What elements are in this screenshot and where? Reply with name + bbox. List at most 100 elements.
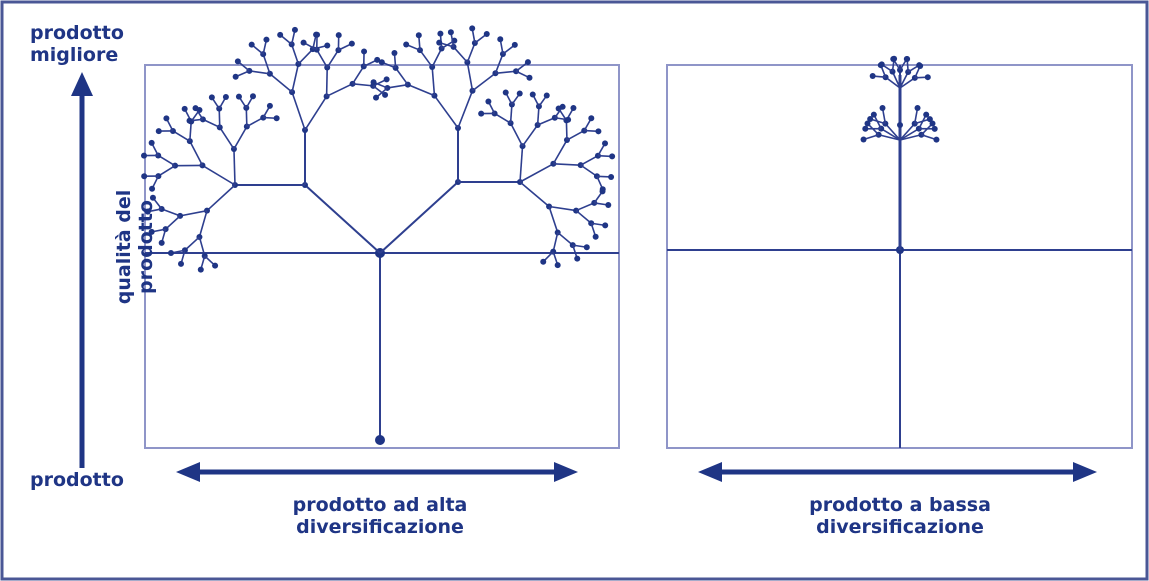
tree-node (574, 255, 581, 262)
tree-branch (379, 181, 459, 254)
tree-node (197, 266, 204, 273)
tree-node (155, 128, 162, 135)
tree-branch (262, 53, 271, 75)
tree-branch (557, 231, 574, 246)
tree-branch (165, 215, 181, 230)
tree-branch (452, 46, 468, 63)
right-panel (666, 55, 1133, 449)
tree-node (565, 116, 572, 123)
tree-branch (206, 184, 236, 212)
tree-node (931, 125, 938, 132)
tree-node (178, 260, 185, 267)
tree-branch (202, 118, 221, 129)
tree-branch (326, 49, 340, 68)
tree-branch (198, 210, 208, 238)
tree-node (904, 56, 911, 63)
tree-branch (552, 232, 559, 252)
tree-branch (466, 62, 474, 91)
tree-node (867, 116, 874, 123)
tree-node (599, 188, 606, 195)
tree-node (148, 228, 155, 235)
quality-arrow (71, 72, 93, 468)
tree-branch (233, 126, 248, 150)
tree-node (890, 55, 897, 62)
tree-branch (457, 90, 474, 129)
left-caption-line2: diversificazione (296, 516, 464, 538)
tree-node (595, 128, 602, 135)
tree-node (208, 94, 215, 101)
tree-branch (179, 209, 208, 217)
tree-branch (218, 108, 221, 128)
tree-node (335, 32, 342, 39)
tree-node (559, 103, 566, 110)
tree-node (436, 39, 443, 46)
tree-branch (291, 91, 306, 131)
low-diversification-tree (860, 55, 940, 250)
tree-branch (472, 72, 496, 92)
tree-node (862, 125, 869, 132)
tree-node (483, 31, 490, 38)
tree-node (554, 262, 561, 269)
tree-node (526, 74, 533, 81)
tree-node (186, 117, 193, 124)
tree-node (234, 58, 241, 65)
tree-branch (899, 77, 916, 89)
tree-branch (553, 162, 581, 166)
left-panel-caption: prodotto ad alta diversificazione (270, 494, 490, 538)
tree-node (248, 41, 255, 48)
tree-branch (189, 121, 193, 142)
high-diversification-tree (141, 25, 616, 273)
tree-branch (419, 49, 433, 68)
tree-node (277, 31, 284, 38)
tree-node (148, 139, 155, 146)
tree-branch (325, 67, 329, 97)
tree-node (361, 48, 368, 55)
tree-node (478, 110, 485, 117)
tree-branch (291, 63, 300, 93)
tree-branch (269, 73, 293, 93)
tree-node (933, 136, 940, 143)
left-caption-line1: prodotto ad alta (292, 494, 468, 516)
tree-branch (884, 123, 901, 141)
tree-branch (245, 107, 248, 127)
tree-node (570, 105, 577, 112)
tree-branch (575, 209, 592, 224)
tree-branch (509, 104, 513, 124)
tree-branch (899, 128, 920, 141)
tree-node (529, 91, 536, 98)
tree-branch (519, 146, 524, 183)
tree-branch (494, 53, 504, 74)
tree-node (447, 29, 454, 36)
tree-branch (351, 65, 365, 85)
tree-node (212, 262, 219, 269)
tree-node (878, 61, 885, 68)
tree-node (917, 63, 924, 70)
tree-branch (885, 76, 901, 89)
tree-node (608, 173, 615, 180)
tree-node (869, 73, 876, 80)
tree-branch (304, 95, 328, 131)
tree-branch (565, 120, 568, 141)
tree-branch (880, 127, 901, 141)
y-axis-top-label: prodotto migliore (30, 22, 124, 66)
tree-node (609, 153, 616, 160)
tree-node (592, 233, 599, 240)
tree-branch (494, 112, 512, 124)
tree-branch (431, 66, 436, 96)
tree-branch (316, 49, 328, 68)
tree-node (914, 105, 921, 112)
tree-branch (433, 95, 459, 129)
tree-branch (899, 133, 922, 141)
tree-node (929, 120, 936, 127)
tree-node (249, 93, 256, 100)
tree-branch (326, 83, 353, 98)
tree-branch (552, 139, 568, 165)
tree-branch (521, 124, 539, 147)
tree-branch (580, 164, 598, 177)
tree-node (232, 73, 239, 80)
tree-branch (189, 140, 204, 166)
tree-node (524, 59, 531, 66)
tree-node (149, 194, 156, 201)
